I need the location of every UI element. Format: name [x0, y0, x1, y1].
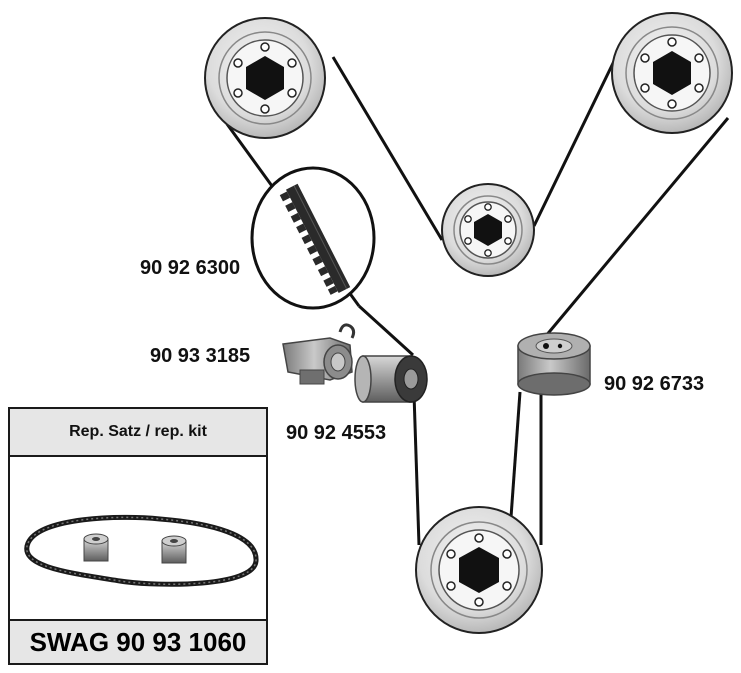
tensioner-pulley-icon: [517, 332, 591, 396]
top-left-camshaft-pulley: [204, 17, 326, 139]
repair-kit-title: Rep. Satz / rep. kit: [10, 409, 266, 457]
kit-belt-icon: [24, 514, 259, 587]
crankshaft-pulley: [415, 506, 543, 634]
center-pulley: [441, 183, 535, 277]
top-right-camshaft-pulley: [611, 12, 733, 134]
tensioner-damper-part-number: 90 93 3185: [150, 345, 251, 367]
tensioner-pulley-part-number: 90 92 6733: [604, 373, 705, 395]
repair-kit-code: SWAG 90 93 1060: [10, 619, 266, 663]
belt-tensioner-icon: [282, 323, 356, 385]
repair-kit-image: [24, 514, 259, 587]
belt-part-number: 90 92 6300: [140, 257, 241, 279]
repair-kit-box: Rep. Satz / rep. kit SWAG 90 93 1060: [8, 407, 268, 665]
idler-roller-icon: [354, 355, 428, 403]
timing-belt: [225, 56, 730, 546]
kit-roller-left-icon: [83, 533, 109, 562]
belt-teeth-detail-icon: [250, 166, 376, 310]
idler-pulley-part-number: 90 92 4553: [286, 422, 387, 444]
kit-roller-right-icon: [161, 535, 187, 564]
